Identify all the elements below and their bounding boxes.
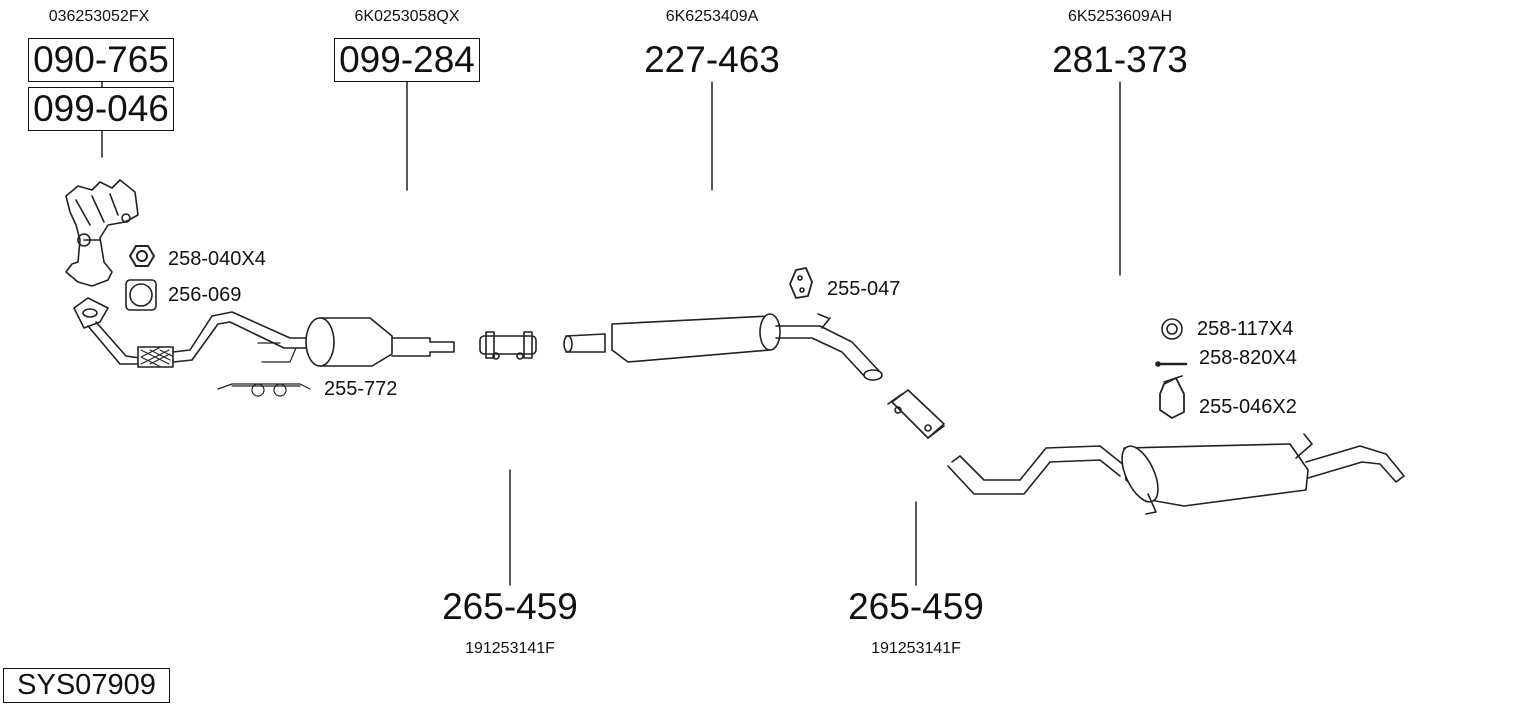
label-nut[interactable]: 258-040X4 — [168, 248, 266, 270]
rear-silencer-drawing — [947, 433, 1405, 515]
clamp-2-drawing — [887, 389, 945, 439]
part-number-clamp-1[interactable]: 265-459 — [442, 586, 578, 627]
nut-icon — [129, 245, 155, 267]
manifold-drawing — [65, 179, 139, 287]
ring-icon — [1161, 318, 1183, 340]
leader-lines — [101, 81, 1121, 586]
rubber-mount-icon — [789, 267, 813, 299]
oem-number-clamp-2: 191253141F — [871, 640, 961, 657]
label-rubber-mount-rear[interactable]: 255-046X2 — [1199, 396, 1297, 418]
front-pipe-drawing — [73, 297, 307, 368]
label-gasket[interactable]: 256-069 — [168, 284, 242, 306]
part-number-front-pipe[interactable]: 099-284 — [334, 38, 480, 82]
label-bolt[interactable]: 258-820X4 — [1199, 347, 1297, 369]
part-number-manifold-a[interactable]: 090-765 — [28, 38, 174, 82]
label-rubber-mount[interactable]: 255-047 — [827, 278, 901, 300]
gasket-icon — [125, 279, 157, 311]
catalyst-drawing — [257, 317, 455, 367]
oem-number-rear: 6K5253609AH — [1067, 8, 1173, 25]
clamp-1-drawing — [479, 331, 537, 360]
oem-number-middle: 6K6253409A — [665, 8, 759, 25]
oem-number-manifold: 036253052FX — [48, 8, 150, 25]
oem-number-front-pipe: 6K0253058QX — [354, 8, 460, 25]
oem-number-clamp-1: 191253141F — [465, 640, 555, 657]
part-number-middle[interactable]: 227-463 — [644, 39, 780, 80]
part-number-rear[interactable]: 281-373 — [1052, 39, 1188, 80]
label-ring[interactable]: 258-117X4 — [1197, 318, 1294, 340]
part-number-manifold-b[interactable]: 099-046 — [28, 87, 174, 131]
rubber-mount-rear-icon — [1159, 377, 1185, 419]
system-id: SYS07909 — [3, 668, 170, 703]
middle-silencer-drawing — [563, 313, 883, 381]
label-hanger-front[interactable]: 255-772 — [324, 378, 398, 400]
hanger-front-drawing — [217, 383, 311, 397]
part-number-clamp-2[interactable]: 265-459 — [848, 586, 984, 627]
